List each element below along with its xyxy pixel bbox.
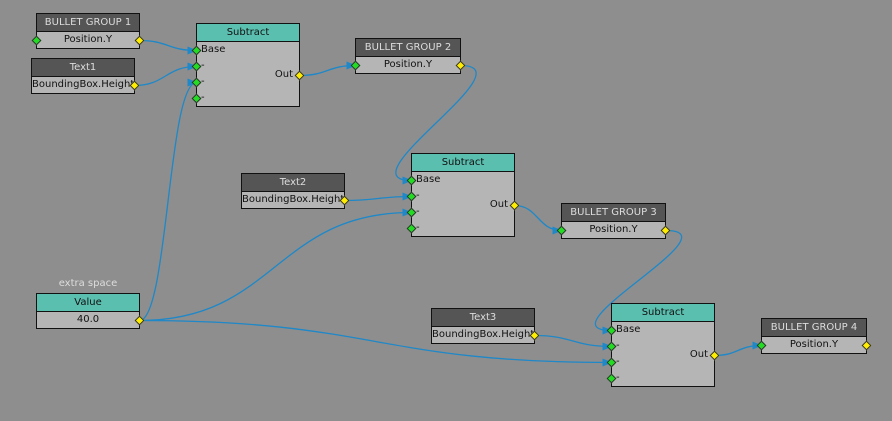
input-label: Base — [201, 44, 226, 55]
port-label: Position.Y — [789, 339, 839, 350]
input-label: - — [616, 372, 620, 383]
connection-wire[interactable] — [139, 39, 198, 55]
port-label: Position.Y — [589, 224, 638, 235]
input-port[interactable] — [191, 45, 202, 56]
port-label: BoundingBox.Height — [242, 194, 345, 205]
input-port[interactable] — [556, 225, 567, 236]
input-label: - — [416, 222, 420, 233]
output-label: Out — [689, 349, 708, 360]
node-title: Subtract — [197, 24, 299, 42]
input-port[interactable] — [756, 340, 767, 351]
node-title: BULLET GROUP 2 — [356, 39, 460, 57]
output-port[interactable] — [709, 350, 720, 361]
input-port[interactable] — [606, 325, 617, 336]
node-title: BULLET GROUP 4 — [762, 319, 866, 337]
output-port[interactable] — [455, 60, 466, 71]
connection-wire[interactable] — [139, 319, 613, 367]
connection-wire[interactable] — [139, 208, 413, 322]
text2-node[interactable]: Text2 BoundingBox.Height — [241, 173, 350, 209]
output-port[interactable] — [134, 35, 145, 46]
value-node-label: extra space — [58, 278, 118, 289]
input-port[interactable] — [606, 373, 617, 384]
input-label: Base — [416, 174, 441, 185]
subtract-node-1[interactable]: Subtract Base - - - Out — [191, 23, 305, 107]
input-port[interactable] — [406, 175, 417, 186]
port-label: BoundingBox.Height — [32, 79, 135, 90]
output-label: Out — [489, 199, 508, 210]
input-label: - — [201, 76, 205, 87]
port-label: Position.Y — [63, 34, 113, 45]
input-port[interactable] — [350, 60, 361, 71]
connection-wire[interactable] — [534, 334, 613, 351]
input-label: - — [201, 92, 205, 103]
bullet-group-4-node[interactable]: BULLET GROUP 4 Position.Y — [756, 318, 872, 354]
subtract-node-2[interactable]: Subtract Base - - - Out — [406, 153, 520, 237]
output-port[interactable] — [861, 340, 872, 351]
node-title: BULLET GROUP 3 — [562, 204, 665, 222]
input-port[interactable] — [191, 61, 202, 72]
output-port[interactable] — [509, 200, 520, 211]
connection-wire[interactable] — [134, 62, 198, 87]
input-port[interactable] — [606, 341, 617, 352]
input-label: - — [416, 206, 420, 217]
text1-node[interactable]: Text1 BoundingBox.Height — [31, 58, 140, 94]
input-port[interactable] — [406, 207, 417, 218]
port-label: BoundingBox.Height — [432, 329, 535, 340]
bullet-group-1-node[interactable]: BULLET GROUP 1 Position.Y — [31, 13, 145, 49]
input-port[interactable] — [406, 223, 417, 234]
text3-node[interactable]: Text3 BoundingBox.Height — [431, 308, 540, 344]
node-title: Text1 — [32, 59, 134, 77]
input-port[interactable] — [406, 191, 417, 202]
connection-wire[interactable] — [299, 61, 357, 77]
bullet-group-2-node[interactable]: BULLET GROUP 2 Position.Y — [350, 38, 466, 74]
node-title: BULLET GROUP 1 — [37, 14, 139, 32]
value-field[interactable]: 40.0 — [76, 314, 100, 325]
connection-wire[interactable] — [139, 78, 198, 322]
output-port[interactable] — [134, 315, 145, 326]
connection-wire[interactable] — [714, 341, 763, 357]
input-label: - — [616, 356, 620, 367]
connection-wire[interactable] — [514, 204, 563, 235]
input-port[interactable] — [31, 35, 42, 46]
node-title: Subtract — [412, 154, 514, 172]
output-port[interactable] — [294, 70, 305, 81]
output-label: Out — [274, 69, 293, 80]
input-label: - — [201, 60, 205, 71]
connection-wire[interactable] — [344, 192, 413, 202]
input-label: - — [416, 190, 420, 201]
input-port[interactable] — [606, 357, 617, 368]
input-label: - — [616, 340, 620, 351]
bullet-group-3-node[interactable]: BULLET GROUP 3 Position.Y — [556, 203, 671, 239]
port-label: Position.Y — [383, 59, 433, 70]
node-title: Subtract — [612, 304, 714, 322]
node-title: Text3 — [432, 309, 534, 327]
node-title: Text2 — [242, 174, 344, 192]
value-node[interactable]: Value 40.0 — [36, 293, 145, 329]
input-port[interactable] — [191, 77, 202, 88]
input-port[interactable] — [191, 93, 202, 104]
node-title: Value — [37, 294, 139, 312]
output-port[interactable] — [660, 225, 671, 236]
subtract-node-3[interactable]: Subtract Base - - - Out — [606, 303, 720, 387]
input-label: Base — [616, 324, 641, 335]
